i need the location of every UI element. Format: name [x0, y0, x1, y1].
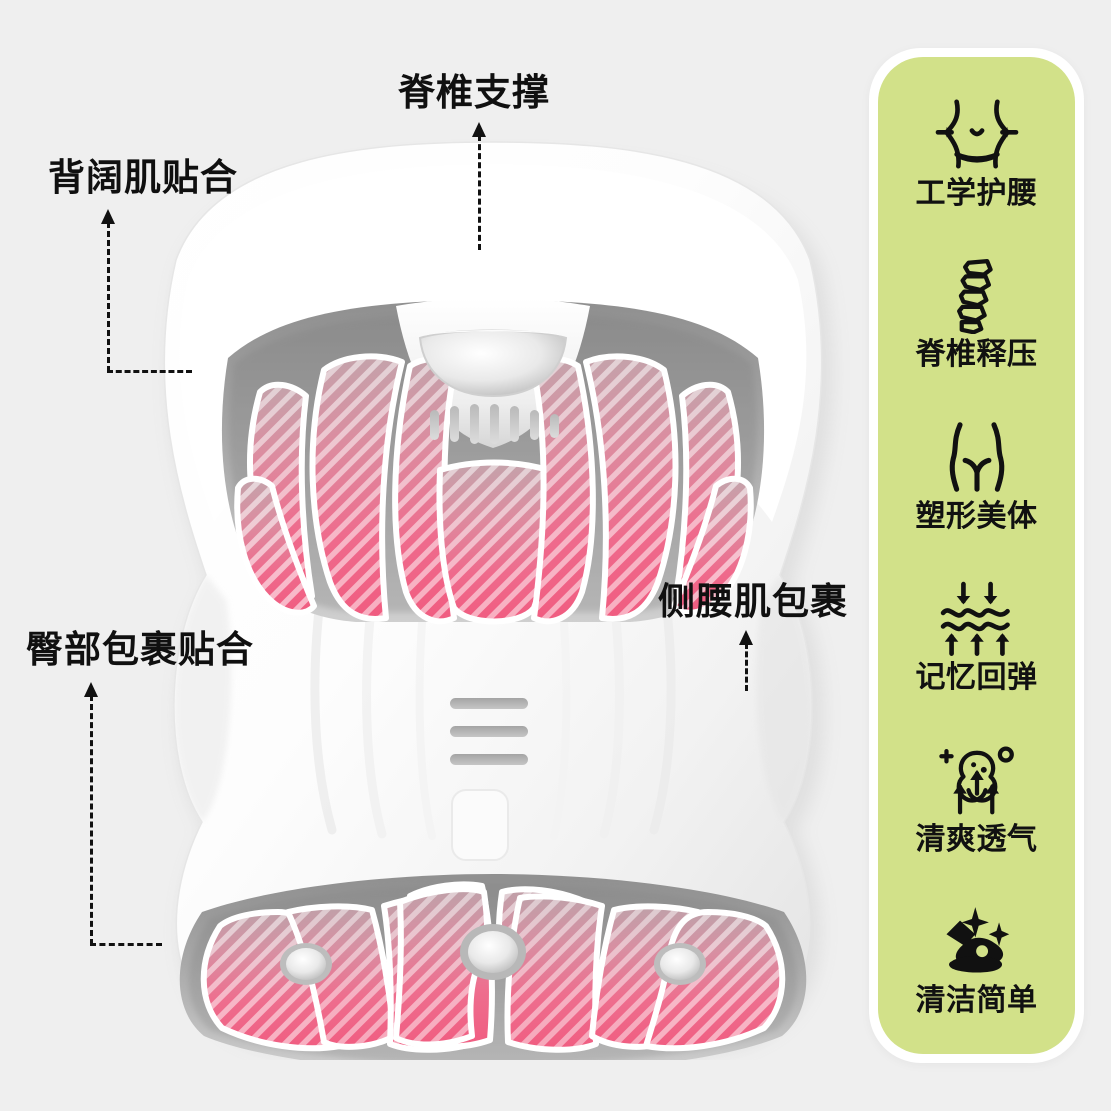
waist-controls [450, 698, 528, 861]
upper-pad-cluster [221, 298, 765, 625]
feature-item-body-shaping[interactable]: 塑形美体 [878, 418, 1075, 532]
leader-segment [90, 695, 93, 945]
feature-label: 工学护腰 [915, 176, 1038, 210]
vent-slots [430, 404, 559, 444]
feature-item-ergonomic-waist[interactable]: 工学护腰 [878, 95, 1075, 209]
feature-label: 清洁简单 [915, 984, 1038, 1018]
annotation-label-spine-support: 脊椎支撑 [398, 72, 550, 113]
suction-hole [654, 943, 706, 985]
feature-label: 清爽透气 [915, 822, 1038, 856]
easy-clean-icon [934, 902, 1020, 980]
leader-segment [90, 943, 162, 946]
annotation-label-side-waist-wrap: 侧腰肌包裹 [658, 581, 848, 622]
dashed-arrow-up-icon [472, 122, 486, 137]
waist-ribs [310, 592, 676, 840]
suction-hole [280, 943, 332, 985]
lower-pad-cluster [179, 874, 807, 1060]
breathable-icon [934, 741, 1020, 819]
bar [450, 754, 528, 765]
ergonomic-waist-icon [934, 95, 1020, 173]
leader-segment [745, 643, 748, 691]
feature-label: 塑形美体 [915, 499, 1038, 533]
bar [450, 726, 528, 737]
leader-segment [107, 370, 192, 373]
feature-item-breathable[interactable]: 清爽透气 [878, 741, 1075, 855]
feature-item-spine-relief[interactable]: 脊椎释压 [878, 256, 1075, 370]
feature-list: 工学护腰 脊椎释压 [878, 57, 1075, 1054]
button-plate [451, 789, 509, 861]
annotation-label-lat-fit: 背阔肌贴合 [48, 157, 238, 198]
feature-label: 脊椎释压 [915, 338, 1038, 372]
dashed-arrow-up-icon [101, 209, 115, 224]
body-shaping-icon [934, 418, 1020, 496]
dashed-arrow-up-icon [739, 630, 753, 645]
feature-item-memory-rebound[interactable]: 记忆回弹 [878, 579, 1075, 693]
center-suction-hole [460, 924, 526, 980]
leader-segment [478, 135, 481, 250]
memory-foam-rebound-icon [934, 579, 1020, 657]
product-illustration [110, 130, 890, 1060]
bar [450, 698, 528, 709]
dashed-arrow-up-icon [84, 682, 98, 697]
leader-segment [107, 222, 110, 372]
annotation-label-hip-wrap: 臀部包裹贴合 [26, 629, 254, 670]
spine-icon [934, 256, 1020, 335]
feature-panel: 工学护腰 脊椎释压 [869, 48, 1084, 1063]
feature-item-easy-clean[interactable]: 清洁简单 [878, 902, 1075, 1016]
feature-label: 记忆回弹 [915, 661, 1038, 695]
